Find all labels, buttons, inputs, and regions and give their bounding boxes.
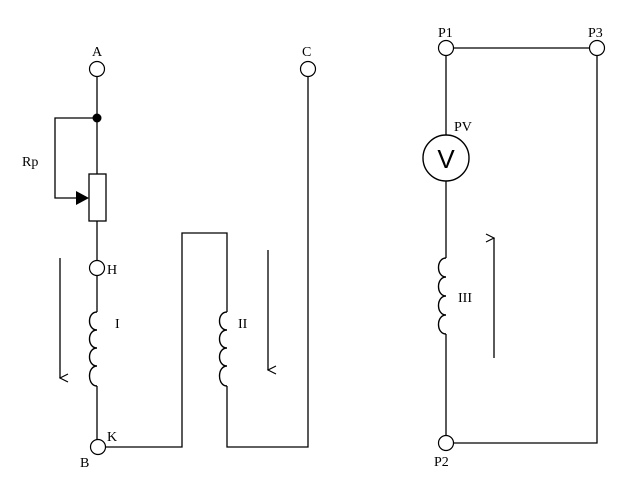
rheostat-slider-arrow xyxy=(76,191,89,205)
winding-iii-coil xyxy=(437,257,447,335)
wire-winding-ii-c xyxy=(226,77,309,448)
rheostat-body xyxy=(88,173,107,222)
label-c: C xyxy=(302,45,311,60)
terminal-p3 xyxy=(588,39,606,57)
label-a: A xyxy=(92,45,103,60)
label-p1: P1 xyxy=(438,26,453,41)
terminal-c xyxy=(299,60,317,78)
label-b: B xyxy=(80,456,89,471)
label-h: H xyxy=(107,263,117,278)
label-pv: PV xyxy=(454,120,472,135)
winding-i-coil xyxy=(88,311,98,387)
wire-p3-p2 xyxy=(454,56,598,444)
winding-ii-coil xyxy=(218,311,228,387)
label-p2: P2 xyxy=(434,455,449,470)
terminal-h xyxy=(88,259,106,277)
terminal-p1 xyxy=(437,39,455,57)
label-rp: Rp xyxy=(22,155,38,170)
label-winding-i: I xyxy=(115,317,120,332)
label-winding-ii: II xyxy=(238,317,248,332)
terminal-a xyxy=(88,60,106,78)
secondary-circuit xyxy=(105,77,309,448)
rheostat-slider-wire xyxy=(54,117,97,199)
terminal-k-b xyxy=(89,438,107,456)
voltmeter-symbol: V xyxy=(437,144,455,174)
terminal-p2 xyxy=(437,434,455,452)
label-k: K xyxy=(107,430,117,445)
label-winding-iii: III xyxy=(458,291,472,306)
primary-circuit xyxy=(54,77,107,440)
measurement-circuit: V xyxy=(422,47,598,444)
label-p3: P3 xyxy=(588,26,603,41)
wire-k-winding-ii xyxy=(105,232,228,448)
